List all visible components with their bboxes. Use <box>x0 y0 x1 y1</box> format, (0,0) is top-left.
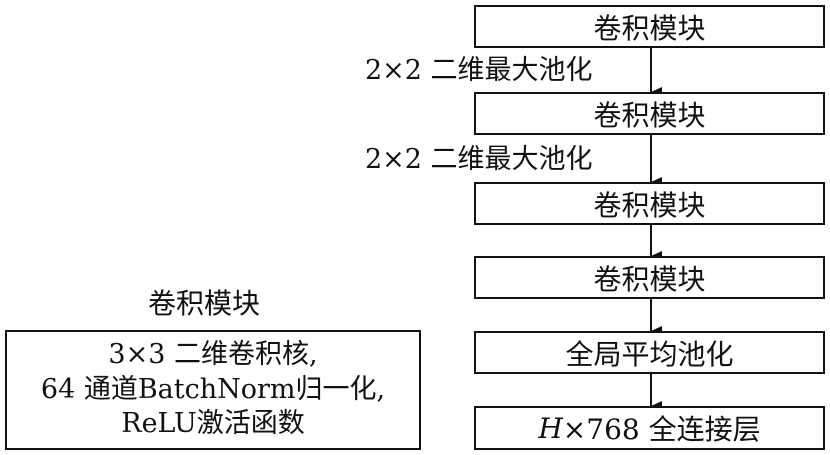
conv-block-4: 卷积模块 <box>474 256 825 299</box>
global-avg-pool-block: 全局平均池化 <box>474 331 825 374</box>
legend-title: 卷积模块 <box>148 287 261 320</box>
fc-variable: H <box>538 411 563 445</box>
maxpool-label-1: 2×2 二维最大池化 <box>365 55 593 86</box>
legend-line-3: ReLU激活函数 <box>121 408 305 440</box>
fc-text: ×768 全连接层 <box>562 413 761 446</box>
conv-block-1: 卷积模块 <box>474 5 825 48</box>
legend-line-1: 3×3 二维卷积核, <box>108 339 318 371</box>
conv-block-2: 卷积模块 <box>474 92 825 135</box>
conv-block-3: 卷积模块 <box>474 182 825 225</box>
legend-line-2: 64 通道BatchNorm归一化, <box>40 373 386 405</box>
maxpool-label-2: 2×2 二维最大池化 <box>365 144 593 175</box>
fully-connected-block: H×768 全连接层 <box>474 406 825 450</box>
legend-box: 3×3 二维卷积核, 64 通道BatchNorm归一化, ReLU激活函数 <box>5 330 421 450</box>
